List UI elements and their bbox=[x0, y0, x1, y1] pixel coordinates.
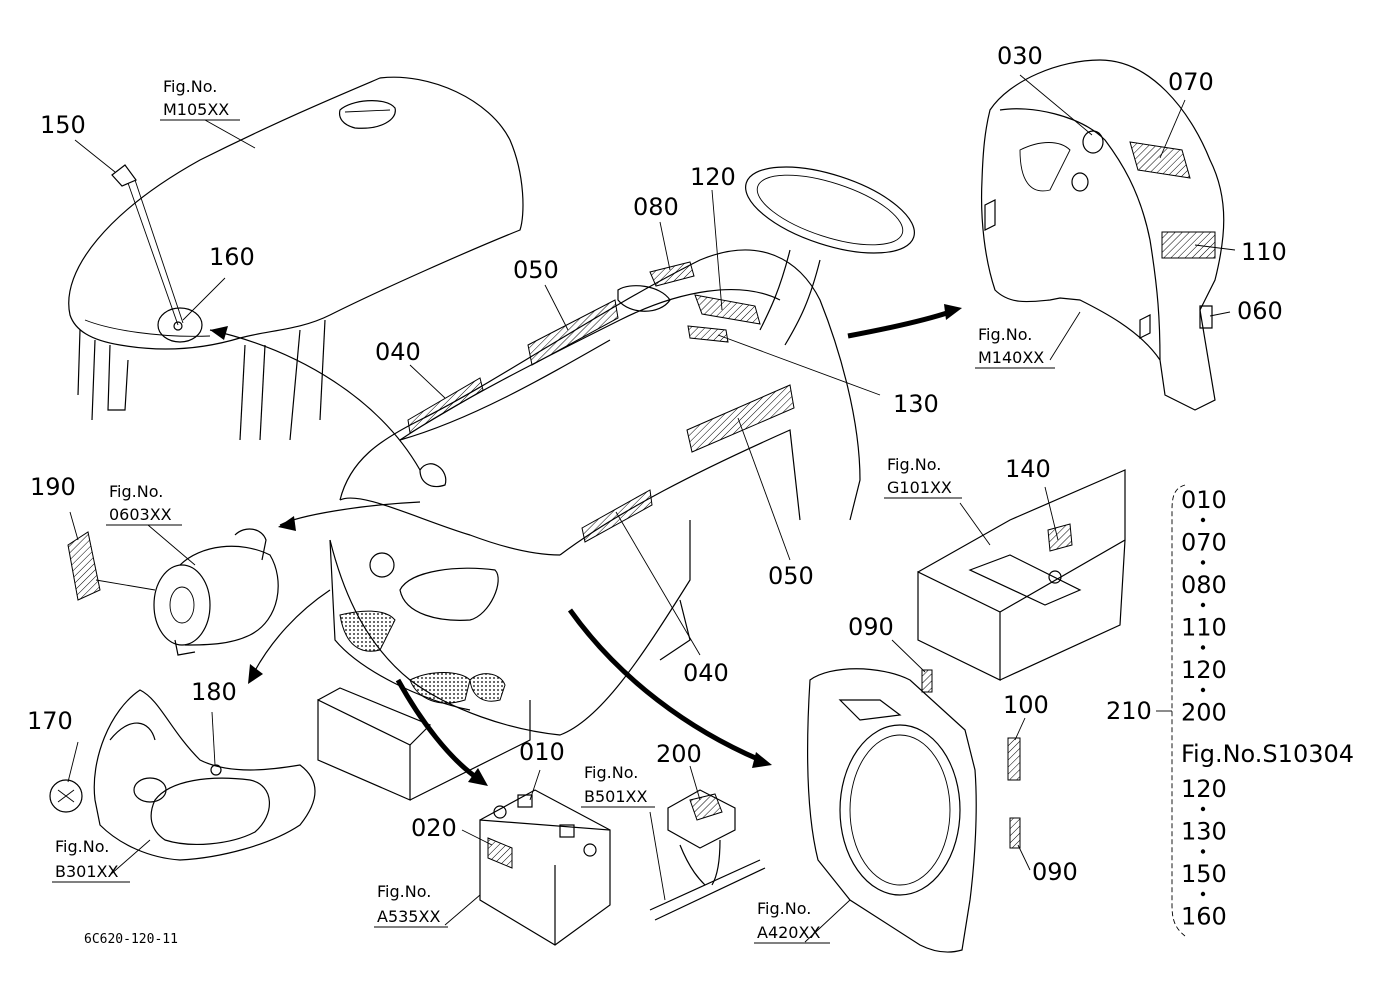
callout-130: 130 bbox=[893, 390, 939, 418]
front-grille-illustration bbox=[49, 689, 316, 861]
set-210-separator-dot bbox=[1200, 517, 1206, 523]
fig-ref-rear-cover-line2: M140XX bbox=[978, 348, 1044, 367]
air-cleaner-illustration bbox=[67, 528, 279, 656]
fig-ref-grille-line2: B301XX bbox=[55, 862, 118, 881]
set-210-after-separator-dot bbox=[1200, 806, 1206, 812]
fig-ref-battery-line1: Fig.No. bbox=[377, 882, 431, 901]
fig-ref-hood-line1: Fig.No. bbox=[163, 77, 217, 96]
decal-040b bbox=[581, 489, 653, 543]
battery-illustration bbox=[479, 789, 611, 946]
part-200 bbox=[689, 793, 723, 821]
decal-050b bbox=[686, 384, 795, 453]
decal-120 bbox=[694, 294, 761, 325]
set-210-after-separator-dot bbox=[1200, 891, 1206, 897]
callout-060: 060 bbox=[1237, 297, 1283, 325]
callout-190: 190 bbox=[30, 473, 76, 501]
set-210-label: 210 bbox=[1106, 697, 1152, 725]
callout-080: 080 bbox=[633, 193, 679, 221]
callout-150: 150 bbox=[40, 111, 86, 139]
fig-ref-shroud-line2: A420XX bbox=[757, 923, 820, 942]
leader-lines bbox=[67, 74, 1236, 943]
decal-020 bbox=[487, 837, 513, 869]
set-210-item: 010 bbox=[1181, 486, 1227, 514]
decal-090b bbox=[1009, 817, 1021, 849]
set-210-item: 200 bbox=[1181, 699, 1227, 727]
decal-050a bbox=[527, 299, 619, 366]
set-210-separator-dot bbox=[1200, 645, 1206, 650]
frame-illustration bbox=[917, 469, 1126, 681]
drawing-code: 6C620-120-11 bbox=[84, 932, 178, 947]
decal-110 bbox=[1161, 231, 1216, 259]
figure-references: Fig.No. M105XX Fig.No. M140XX Fig.No. G1… bbox=[52, 77, 1055, 944]
callout-090b: 090 bbox=[1032, 858, 1078, 886]
set-210-item: 070 bbox=[1181, 529, 1227, 557]
set-210-fig-ref: Fig.No.S10304 bbox=[1181, 740, 1354, 768]
decal-070 bbox=[1129, 141, 1191, 179]
callout-070: 070 bbox=[1168, 68, 1214, 96]
decal-040a bbox=[407, 377, 484, 434]
set-210-list: 210 010 070 080 110 120 200 Fig.No.S10304 120… bbox=[1106, 484, 1354, 937]
fan-shroud-illustration bbox=[807, 668, 1021, 953]
set-210-after-item: 130 bbox=[1181, 818, 1227, 846]
fig-ref-harness-line1: Fig.No. bbox=[584, 763, 638, 782]
part-060 bbox=[1199, 305, 1213, 329]
fig-ref-harness-line2: B501XX bbox=[584, 787, 647, 806]
decal-090a bbox=[921, 669, 933, 693]
callout-160: 160 bbox=[209, 243, 255, 271]
callout-180: 180 bbox=[191, 678, 237, 706]
set-210-after-separator-dot bbox=[1200, 849, 1206, 854]
decal-190 bbox=[67, 531, 101, 601]
set-210-item: 120 bbox=[1181, 656, 1227, 684]
tractor-body-illustration bbox=[317, 166, 915, 801]
fig-ref-battery-line2: A535XX bbox=[377, 907, 440, 926]
fig-ref-air-cleaner-line2: 0603XX bbox=[109, 505, 172, 524]
assembly-arrows bbox=[209, 304, 962, 786]
decal-140 bbox=[1047, 523, 1073, 552]
set-210-separator-dot bbox=[1200, 602, 1206, 608]
fig-ref-rear-cover-line1: Fig.No. bbox=[978, 325, 1032, 344]
set-210-item: 080 bbox=[1181, 571, 1227, 599]
fig-ref-hood-line2: M105XX bbox=[163, 100, 229, 119]
set-210-separator-dot bbox=[1200, 560, 1206, 565]
hood-illustration bbox=[68, 76, 524, 441]
callout-110: 110 bbox=[1241, 238, 1287, 266]
set-210-item: 110 bbox=[1181, 614, 1227, 642]
callout-010: 010 bbox=[519, 738, 565, 766]
callout-050b: 050 bbox=[768, 562, 814, 590]
part-callouts: 150 160 040 050 080 120 130 050 040 030 … bbox=[27, 42, 1287, 886]
set-210-after-item: 160 bbox=[1181, 903, 1227, 931]
fig-ref-shroud-line1: Fig.No. bbox=[757, 899, 811, 918]
harness-illustration bbox=[649, 789, 766, 921]
set-210-after-item: 150 bbox=[1181, 860, 1227, 888]
callout-040a: 040 bbox=[375, 338, 421, 366]
callout-200: 200 bbox=[656, 740, 702, 768]
set-210-separator-dot bbox=[1200, 687, 1206, 693]
decal-130 bbox=[687, 325, 729, 343]
fig-ref-frame-line2: G101XX bbox=[887, 478, 952, 497]
decal-100 bbox=[1007, 737, 1021, 781]
callout-100: 100 bbox=[1003, 691, 1049, 719]
fig-ref-frame-line1: Fig.No. bbox=[887, 455, 941, 474]
fig-ref-grille-line1: Fig.No. bbox=[55, 837, 109, 856]
callout-140: 140 bbox=[1005, 455, 1051, 483]
set-210-after-item: 120 bbox=[1181, 775, 1227, 803]
callout-050a: 050 bbox=[513, 256, 559, 284]
callout-170: 170 bbox=[27, 707, 73, 735]
callout-040b: 040 bbox=[683, 659, 729, 687]
callout-120: 120 bbox=[690, 163, 736, 191]
decal-080 bbox=[649, 261, 695, 287]
fig-ref-air-cleaner-line1: Fig.No. bbox=[109, 482, 163, 501]
callout-020: 020 bbox=[411, 814, 457, 842]
callout-090a: 090 bbox=[848, 613, 894, 641]
callout-030: 030 bbox=[997, 42, 1043, 70]
